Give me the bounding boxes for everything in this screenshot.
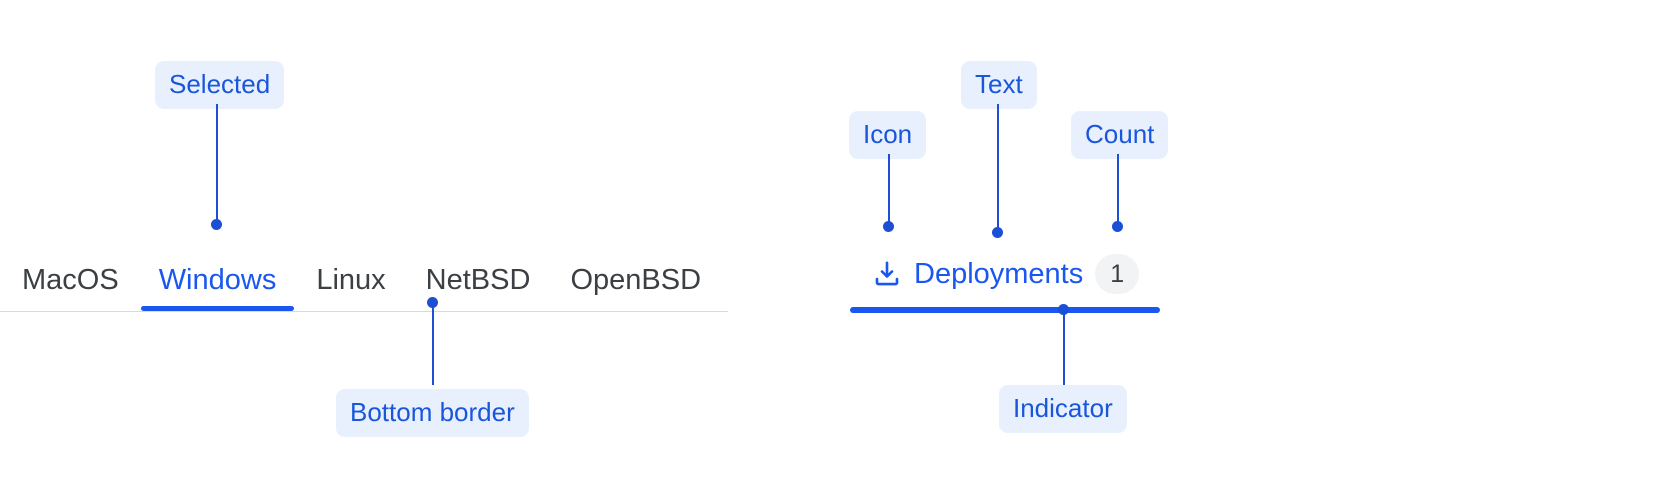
download-icon [872, 259, 902, 289]
tab-deployments-count-badge: 1 [1095, 254, 1140, 294]
annotation-dot-text [992, 227, 1003, 238]
annotation-leader-bottom-border [432, 303, 434, 385]
tab-deployments-label: Deployments [914, 257, 1084, 290]
annotation-label-indicator: Indicator [999, 385, 1127, 433]
tab-linux[interactable]: Linux [316, 264, 386, 296]
tab-netbsd[interactable]: NetBSD [425, 264, 531, 296]
annotation-dot-icon [883, 221, 894, 232]
tab-bar-bottom-border [0, 311, 728, 312]
tab-deployments-group: Deployments 1 [850, 245, 1162, 313]
annotation-dot-indicator [1058, 304, 1069, 315]
tab-list: MacOS Windows Linux NetBSD OpenBSD [0, 245, 721, 311]
annotation-label-selected: Selected [155, 61, 285, 109]
tab-bar-basic: MacOS Windows Linux NetBSD OpenBSD [0, 245, 728, 313]
annotation-label-bottom-border: Bottom border [336, 389, 529, 437]
annotation-dot-selected [211, 219, 222, 230]
tab-selected-indicator [850, 307, 1160, 313]
tab-deployments[interactable]: Deployments 1 [872, 245, 1140, 303]
annotation-leader-selected [216, 104, 218, 224]
annotation-label-text: Text [961, 61, 1037, 109]
annotation-dot-bottom-border [427, 297, 438, 308]
tab-openbsd[interactable]: OpenBSD [570, 264, 702, 296]
annotation-leader-indicator [1063, 310, 1065, 385]
annotation-leader-text [997, 104, 999, 232]
annotation-leader-count [1117, 154, 1119, 226]
annotation-label-count: Count [1071, 111, 1169, 159]
annotation-label-icon: Icon [849, 111, 927, 159]
tab-macos[interactable]: MacOS [22, 264, 119, 296]
annotation-dot-count [1112, 221, 1123, 232]
tab-windows[interactable]: Windows [140, 266, 294, 311]
annotation-leader-icon [888, 154, 890, 226]
